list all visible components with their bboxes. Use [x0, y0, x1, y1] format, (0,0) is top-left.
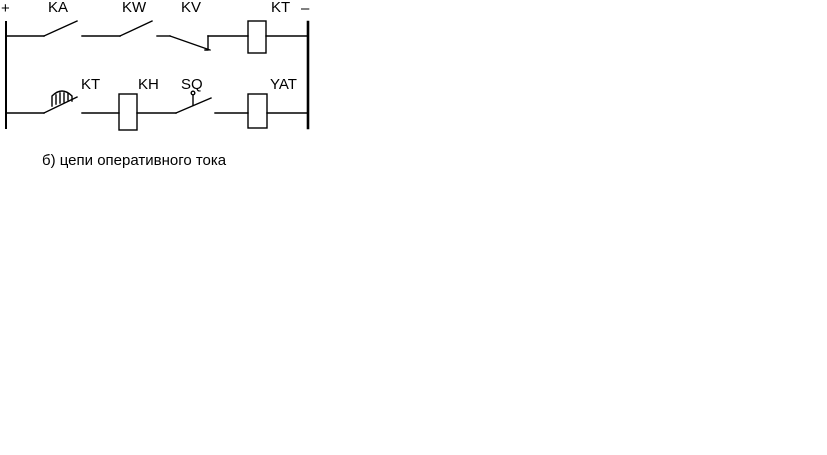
plus-label: +	[1, 0, 10, 17]
row2-circuit	[5, 90, 309, 131]
kw-label: KW	[122, 0, 147, 16]
kv-label: KV	[181, 0, 201, 16]
ka-label: KA	[48, 0, 68, 16]
ka-contact	[43, 20, 78, 37]
kt-coil	[247, 20, 267, 54]
sq-label: SQ	[181, 76, 203, 93]
row1-circuit	[5, 20, 309, 54]
sq-actuator-tip	[190, 90, 196, 96]
kt-delay-arc-symbol	[51, 90, 73, 107]
kh-label: KH	[138, 76, 159, 93]
diagram-caption: б) цепи оперативного тока	[42, 152, 227, 169]
kv-contact-stop	[204, 35, 209, 51]
kv-contact-blade	[169, 35, 211, 51]
kw-contact	[119, 20, 153, 37]
yat-coil	[247, 93, 268, 129]
minus-label: –	[301, 0, 310, 17]
kt-contact-label: KT	[81, 76, 100, 93]
kh-coil	[118, 93, 138, 131]
yat-label: YAT	[270, 76, 297, 93]
kt-coil-label: KT	[271, 0, 290, 16]
